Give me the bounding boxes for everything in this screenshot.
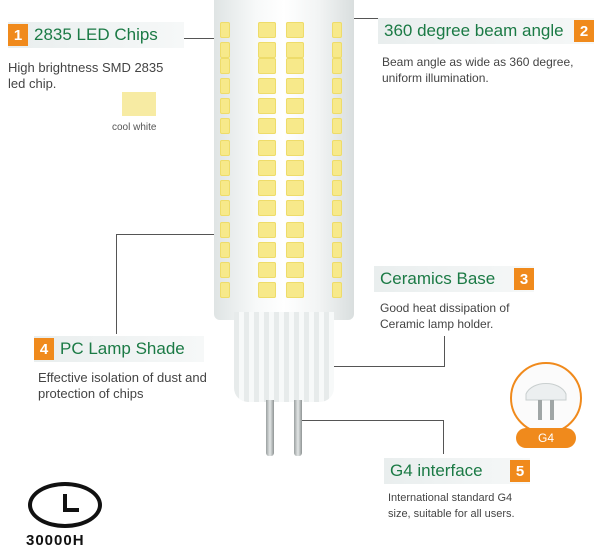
led-chip <box>258 222 276 238</box>
feature-5-badge: 5 <box>510 460 530 482</box>
led-chip <box>258 140 276 156</box>
feature-3-title-text: Ceramics Base <box>380 269 496 288</box>
led-chip <box>220 22 230 38</box>
feature-5-title-text: G4 interface <box>390 461 483 480</box>
led-chip <box>286 140 304 156</box>
feature-1-badge: 1 <box>8 24 28 46</box>
feature-1-title-text: 2835 LED Chips <box>34 25 158 44</box>
led-chip <box>220 262 230 278</box>
led-chip <box>220 222 230 238</box>
led-chip <box>258 118 276 134</box>
lamp-pin-left <box>266 400 274 456</box>
led-chip <box>220 140 230 156</box>
led-chip <box>220 180 230 196</box>
feature-2-badge: 2 <box>574 20 594 42</box>
feature-1-title: 1 2835 LED Chips <box>8 22 184 48</box>
led-chip <box>286 58 304 74</box>
led-chip <box>258 58 276 74</box>
lamp-pin-right <box>294 400 302 456</box>
led-chip <box>220 242 230 258</box>
led-chip <box>286 262 304 278</box>
ceramic-base <box>234 312 334 402</box>
led-chip <box>332 160 342 176</box>
feature-2-title: 360 degree beam angle 2 <box>378 18 594 44</box>
pc-lamp-shade <box>214 0 354 320</box>
callout-line-4-vertical <box>116 234 117 334</box>
callout-line-5-horizontal <box>300 420 444 421</box>
feature-3-desc: Good heat dissipation of Ceramic lamp ho… <box>380 301 510 331</box>
led-chip <box>258 200 276 216</box>
led-chip <box>332 180 342 196</box>
led-chip <box>286 180 304 196</box>
led-chip <box>286 22 304 38</box>
led-chip <box>286 242 304 258</box>
led-chip <box>332 42 342 58</box>
led-chip <box>286 118 304 134</box>
cool-white-swatch <box>122 92 156 116</box>
led-chip <box>220 118 230 134</box>
g4-pins-icon <box>525 383 567 420</box>
feature-4-badge: 4 <box>34 338 54 360</box>
feature-2-desc: Beam angle as wide as 360 degree, unifor… <box>382 55 574 85</box>
led-chip <box>220 282 230 298</box>
led-chip <box>332 140 342 156</box>
feature-1-desc: High brightness SMD 2835 led chip. <box>8 60 164 91</box>
feature-3-badge: 3 <box>514 268 534 290</box>
led-chip <box>258 160 276 176</box>
feature-3-title: Ceramics Base 3 <box>374 266 534 292</box>
feature-2-title-text: 360 degree beam angle <box>384 21 564 40</box>
led-chip <box>286 42 304 58</box>
g4-pin-inset <box>510 362 582 434</box>
led-chip <box>332 118 342 134</box>
led-chip <box>286 98 304 114</box>
callout-line-3-horizontal <box>320 366 445 367</box>
led-chip <box>258 242 276 258</box>
led-chip <box>220 160 230 176</box>
led-chip <box>258 42 276 58</box>
led-chip <box>258 282 276 298</box>
led-chip <box>220 78 230 94</box>
led-chip <box>332 222 342 238</box>
lifetime-label: 30000H <box>26 532 85 549</box>
led-chip <box>332 98 342 114</box>
feature-4-title: 4 PC Lamp Shade <box>34 336 204 362</box>
g4-led-lamp <box>214 0 354 470</box>
led-chip <box>286 282 304 298</box>
led-chip <box>258 78 276 94</box>
led-chip <box>332 22 342 38</box>
led-chip <box>332 200 342 216</box>
feature-4-desc: Effective isolation of dust and protecti… <box>38 370 207 401</box>
led-chip <box>220 42 230 58</box>
g4-label: G4 <box>516 428 576 448</box>
feature-5-title: G4 interface 5 <box>384 458 530 484</box>
led-chip <box>258 180 276 196</box>
led-chip <box>286 78 304 94</box>
led-chip <box>258 262 276 278</box>
led-chip <box>332 262 342 278</box>
led-chip <box>332 78 342 94</box>
led-chip <box>332 58 342 74</box>
clock-icon <box>28 482 102 528</box>
led-chip <box>258 22 276 38</box>
led-chip <box>286 222 304 238</box>
callout-line-3-vertical <box>444 336 445 366</box>
feature-4-title-text: PC Lamp Shade <box>60 339 185 358</box>
led-chip <box>286 160 304 176</box>
led-chip <box>258 98 276 114</box>
callout-line-4-horizontal <box>116 234 234 235</box>
cool-white-label: cool white <box>112 122 157 133</box>
feature-5-desc: International standard G4 size, suitable… <box>388 492 515 520</box>
led-chip <box>220 200 230 216</box>
led-chip <box>286 200 304 216</box>
led-chip <box>332 282 342 298</box>
led-chip <box>332 242 342 258</box>
led-chip <box>220 98 230 114</box>
callout-line-5-vertical <box>443 420 444 454</box>
led-chip <box>220 58 230 74</box>
